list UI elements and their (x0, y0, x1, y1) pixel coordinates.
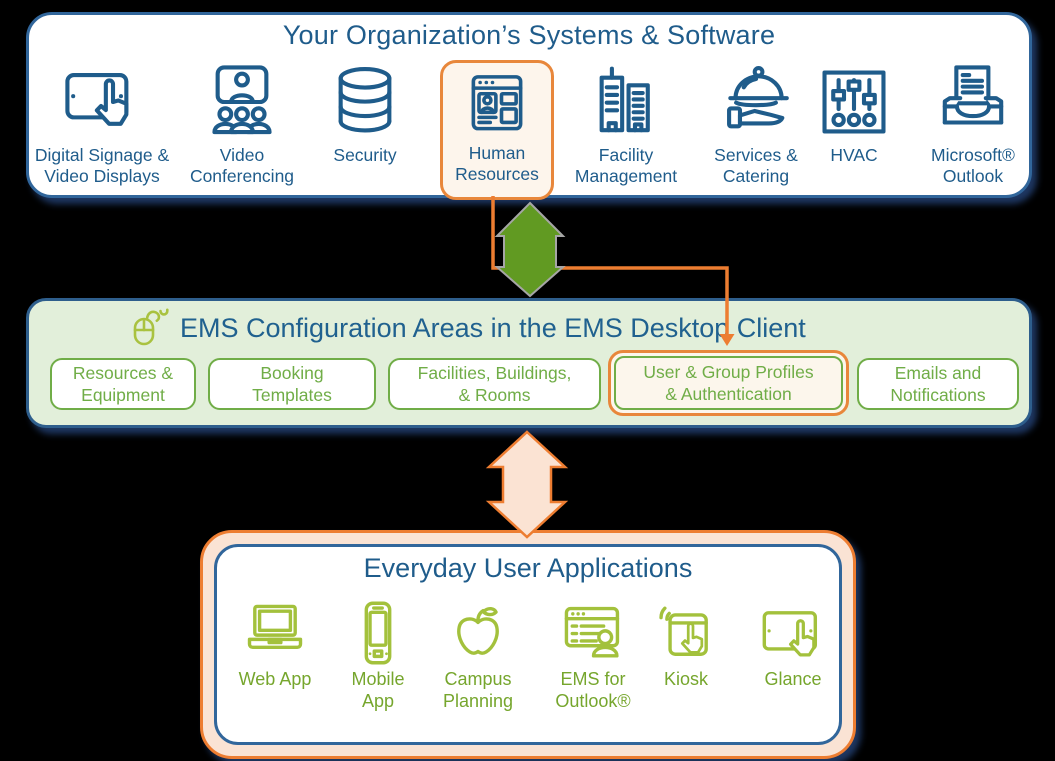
system-item-label: Security (333, 145, 397, 165)
kiosk-icon (659, 606, 708, 656)
microsoft-outlook-icon (942, 65, 1004, 125)
system-item-security: Security (310, 61, 420, 166)
ems-configuration-title-row: EMS Configuration Areas in the EMS Deskt… (131, 308, 806, 348)
config-button-booking-templates: Booking Templates (208, 358, 376, 410)
mobile-app-icon (364, 601, 392, 665)
config-button-emails-notifications: Emails and Notifications (857, 358, 1019, 410)
mouse-icon (133, 308, 169, 346)
app-item-campus-planning: Campus Planning (423, 599, 533, 712)
ems-configuration-panel: EMS Configuration Areas in the EMS Deskt… (26, 298, 1032, 428)
app-item-web-app: Web App (225, 599, 325, 691)
facility-management-icon (599, 66, 650, 133)
services-catering-icon (727, 65, 789, 129)
app-item-label: Web App (238, 669, 312, 689)
system-item-label: Human Resources (455, 143, 539, 185)
glance-icon (762, 611, 818, 657)
system-item-facility-management: Facility Management (556, 61, 696, 188)
config-button-facilities-buildings-rooms: Facilities, Buildings, & Rooms (388, 358, 601, 410)
organization-systems-title: Your Organization’s Systems & Software (282, 20, 776, 50)
system-item-digital-signage: Digital Signage & Video Displays (32, 61, 172, 188)
system-item-label: HVAC (830, 145, 878, 165)
system-item-label: Digital Signage & Video Displays (34, 145, 170, 187)
config-button-user-group-profiles: User & Group Profiles & Authentication (614, 356, 843, 410)
campus-planning-apple-icon (457, 606, 499, 655)
system-item-human-resources-highlighted: Human Resources (440, 60, 554, 200)
system-item-services-catering: Services & Catering (696, 61, 816, 188)
config-button-resources-equipment: Resources & Equipment (50, 358, 196, 410)
hvac-controls-icon (822, 70, 886, 134)
app-item-label: Campus Planning (442, 669, 514, 711)
video-conferencing-icon (212, 65, 272, 135)
top-middle-sync-arrow (494, 201, 566, 298)
app-item-label: EMS for Outlook® (555, 669, 631, 711)
system-item-label: Microsoft® Outlook (931, 145, 1015, 187)
human-resources-icon (471, 75, 523, 131)
system-item-video-conferencing: Video Conferencing (177, 61, 307, 188)
everyday-user-applications-panel: Everyday User Applications Web App Mobil… (200, 530, 856, 759)
app-item-label: Kiosk (663, 669, 708, 689)
app-item-mobile-app: Mobile App (333, 599, 423, 712)
everyday-user-applications-title: Everyday User Applications (363, 553, 693, 583)
app-item-label: Glance (764, 669, 822, 689)
app-item-ems-for-outlook: EMS for Outlook® (537, 599, 649, 712)
system-item-hvac: HVAC (809, 61, 899, 166)
config-button-user-group-profiles-highlight: User & Group Profiles & Authentication (608, 350, 849, 416)
system-item-label: Services & Catering (714, 145, 798, 187)
app-item-glance: Glance (745, 599, 841, 691)
system-item-label: Video Conferencing (189, 145, 295, 187)
middle-bottom-sync-arrow (485, 430, 569, 539)
app-item-kiosk: Kiosk (643, 599, 729, 691)
digital-signage-icon (65, 73, 129, 126)
ems-configuration-title: EMS Configuration Areas in the EMS Deskt… (180, 312, 806, 343)
security-database-icon (338, 67, 392, 133)
everyday-user-applications-inner-panel (214, 544, 842, 745)
app-item-label: Mobile App (351, 669, 405, 711)
system-item-microsoft-outlook: Microsoft® Outlook (913, 61, 1033, 188)
organization-systems-panel: Your Organization’s Systems & Software D… (26, 12, 1033, 200)
ems-for-outlook-icon (564, 606, 620, 658)
system-item-label: Facility Management (574, 145, 678, 187)
web-app-icon (247, 604, 303, 650)
